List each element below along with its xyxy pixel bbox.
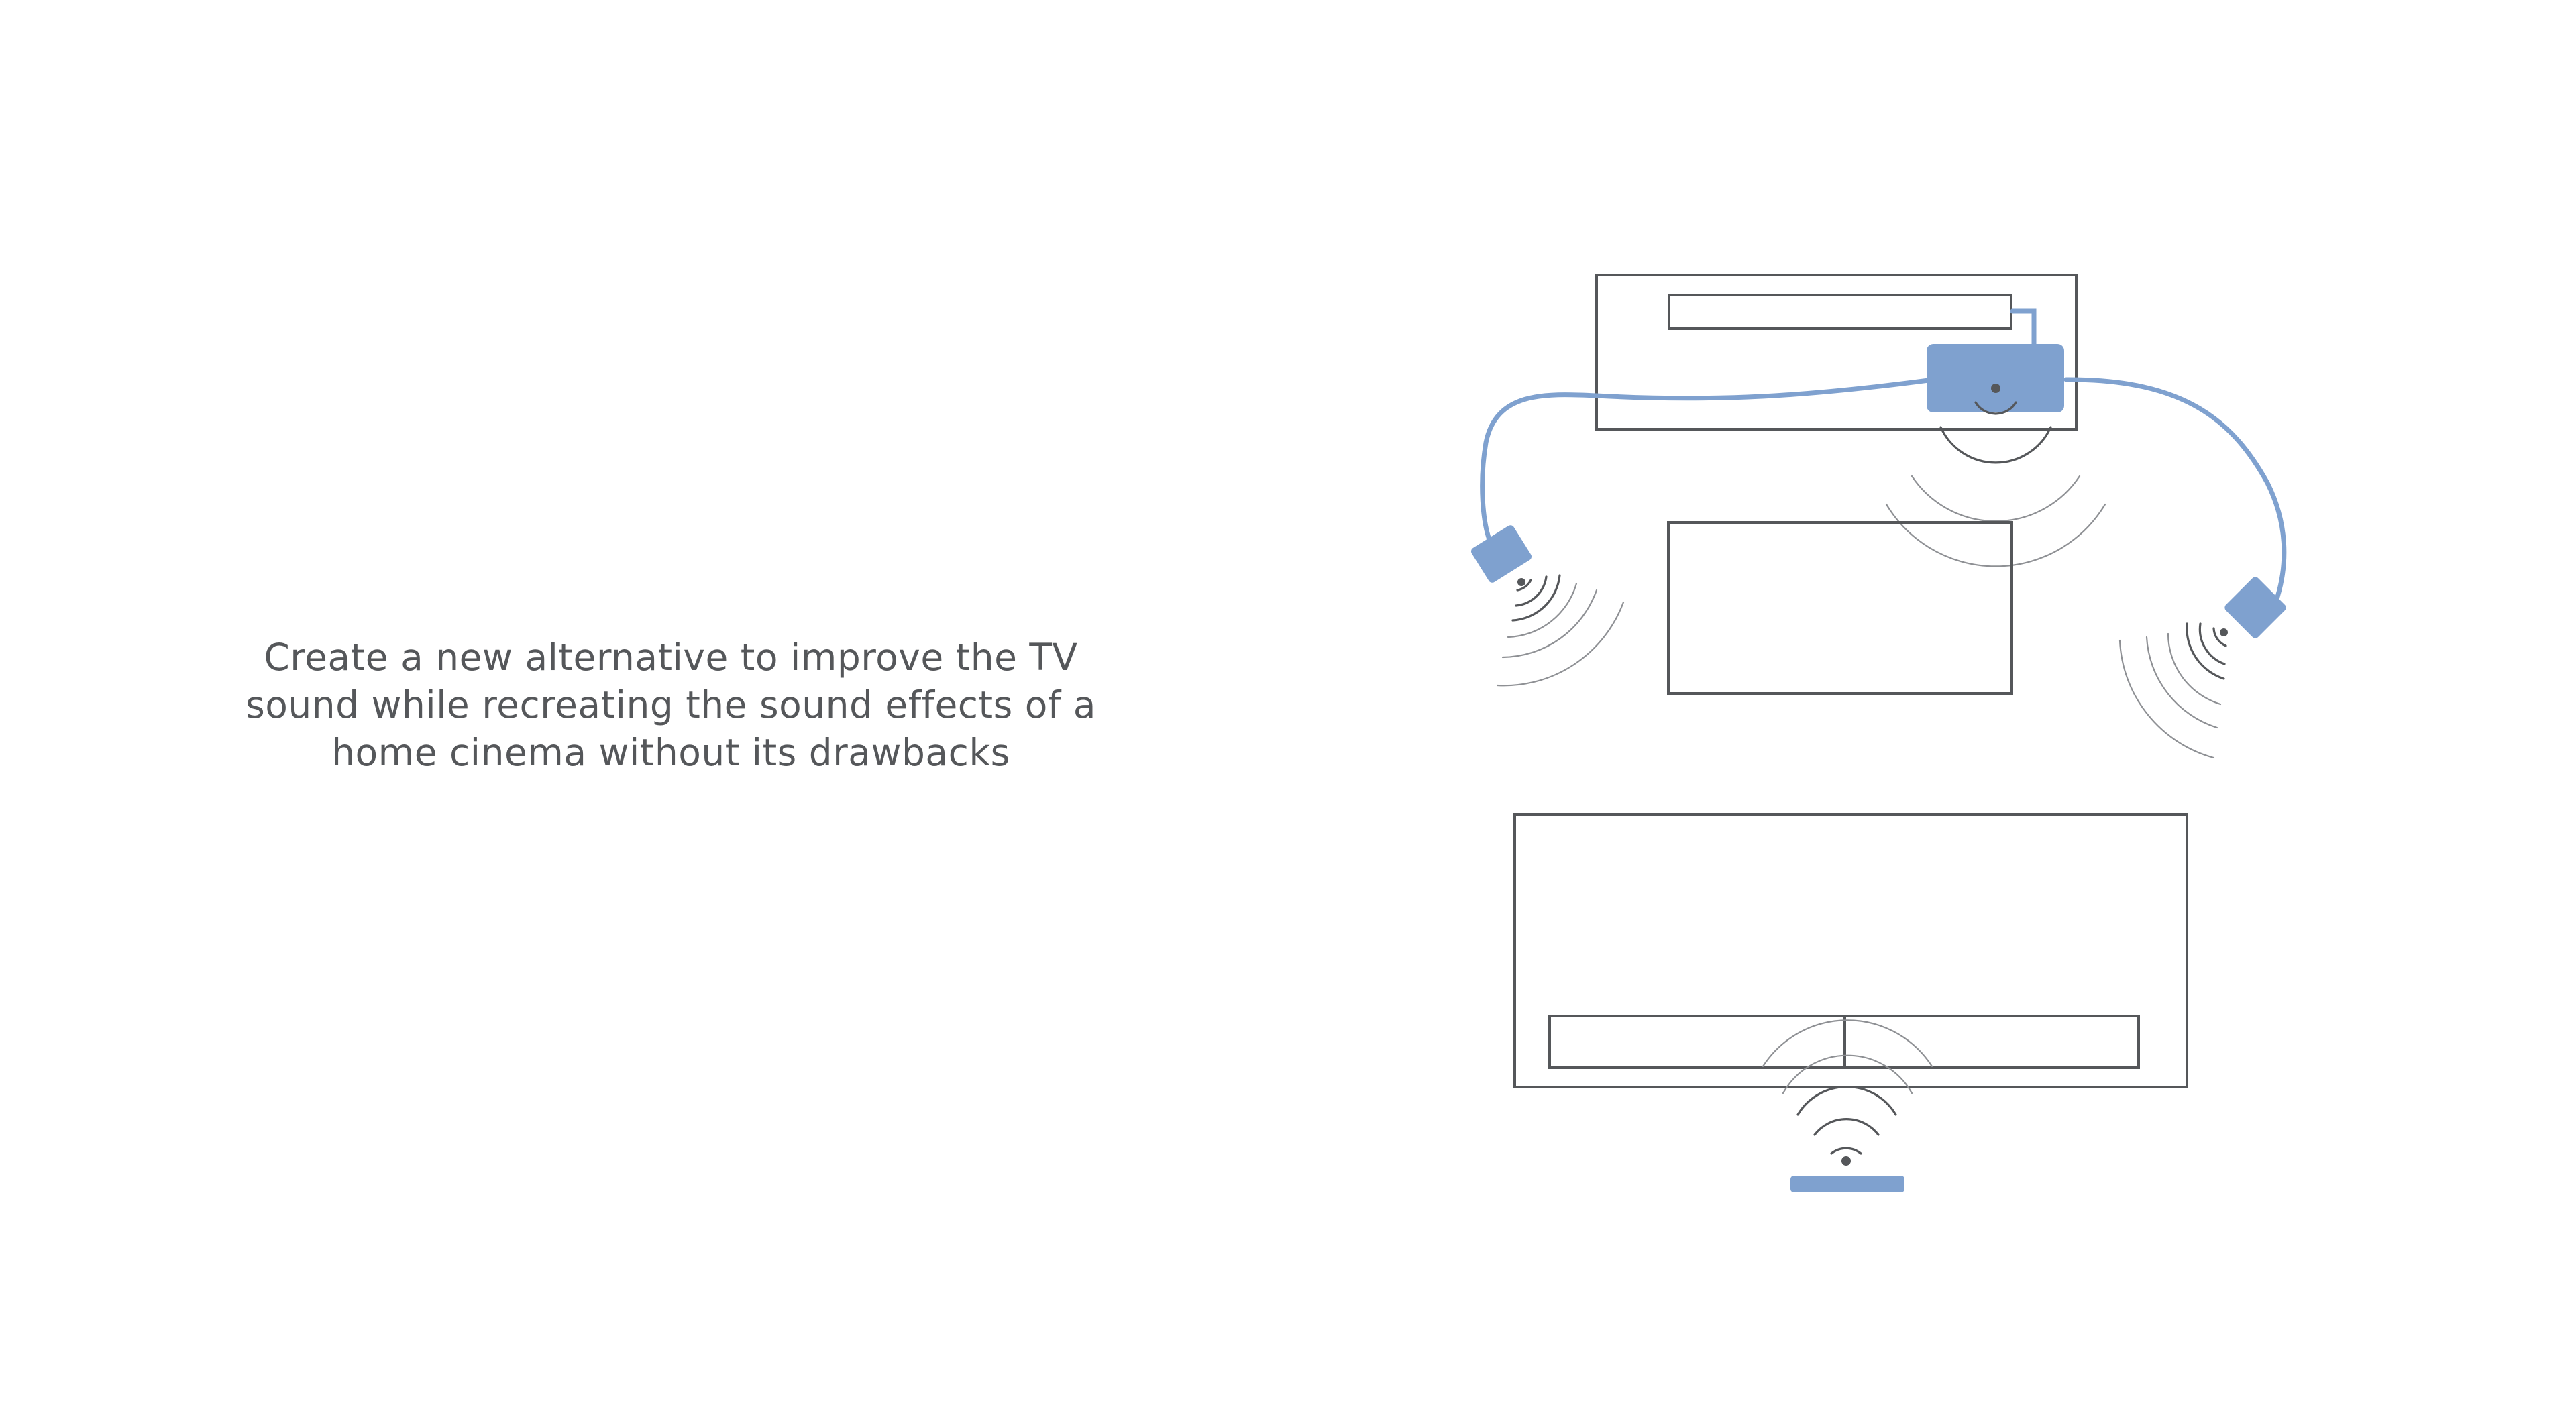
caption-line-3: home cinema without its drawbacks [331, 731, 1010, 774]
sofa [1513, 813, 2188, 1088]
remote-transmitter-led [1841, 1156, 1851, 1166]
coffee-table [1667, 521, 2013, 695]
right-speaker-cable [2063, 377, 2287, 600]
soundbar-cable [2010, 308, 2037, 351]
caption: Create a new alternative to improve the … [168, 634, 1174, 777]
left-speaker-cable [1480, 378, 1931, 546]
tv-cabinet [1595, 274, 2078, 431]
right-speaker-waves [2118, 622, 2227, 759]
remote-transmitter [1790, 1176, 1904, 1192]
remote-transmitter-waves [1762, 1019, 1933, 1155]
caption-line-1: Create a new alternative to improve the … [264, 636, 1078, 679]
left-satellite-speaker [1470, 525, 1532, 586]
center-hub-waves [1885, 401, 2106, 567]
left-speaker-waves [1496, 574, 1625, 687]
center-hub [1927, 344, 2064, 412]
caption-line-2: sound while recreating the sound effects… [246, 683, 1096, 726]
soundbar [1668, 294, 2012, 330]
center-hub-led [1991, 384, 2000, 393]
right-satellite-speaker [2220, 577, 2286, 638]
